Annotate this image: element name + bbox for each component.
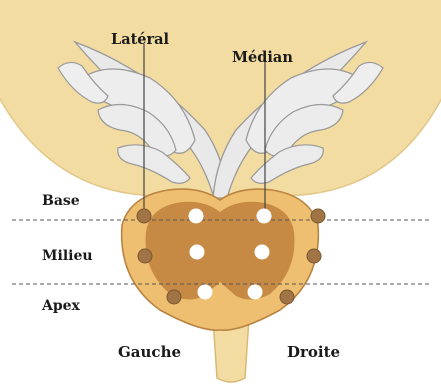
biopsy-point-median-milieu-gauche (190, 245, 204, 259)
biopsy-point-lateral-base-droite (311, 209, 325, 223)
label-lateral: Latéral (111, 31, 170, 48)
biopsy-point-lateral-base-gauche (137, 209, 151, 223)
biopsy-point-lateral-apex-droite (280, 290, 294, 304)
biopsy-point-median-base-gauche (189, 209, 203, 223)
label-base: Base (42, 193, 80, 209)
biopsy-point-median-base-droite (257, 209, 271, 223)
biopsy-point-lateral-apex-gauche (167, 290, 181, 304)
label-droite: Droite (287, 343, 340, 361)
label-apex: Apex (41, 298, 81, 314)
biopsy-point-median-milieu-droite (255, 245, 269, 259)
label-median: Médian (232, 49, 293, 66)
biopsy-point-median-apex-gauche (198, 285, 212, 299)
biopsy-point-lateral-milieu-droite (307, 249, 321, 263)
label-gauche: Gauche (118, 343, 181, 361)
biopsy-point-lateral-milieu-gauche (138, 249, 152, 263)
label-milieu: Milieu (42, 248, 93, 264)
biopsy-point-median-apex-droite (248, 285, 262, 299)
